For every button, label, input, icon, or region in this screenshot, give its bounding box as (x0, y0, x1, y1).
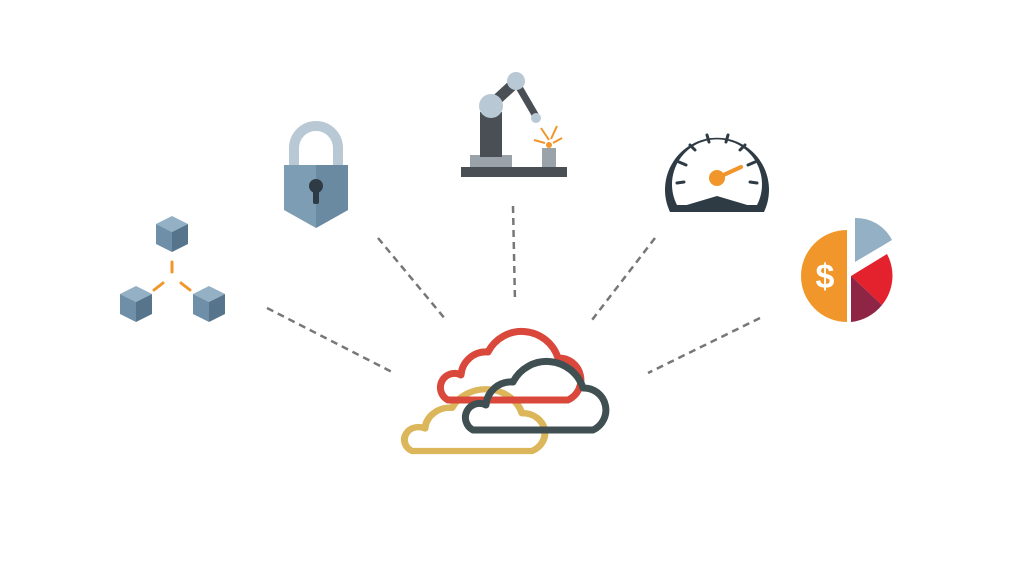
connector-line-robot (511, 205, 517, 303)
red-cloud (436, 327, 585, 404)
yellow-cloud (400, 386, 549, 455)
gray-cloud (461, 357, 610, 434)
blockchain-cubes-icon (120, 216, 225, 322)
dollar-sign: $ (816, 258, 835, 296)
connector-line-blockchain (266, 306, 393, 374)
speedometer-gauge-icon (664, 133, 769, 212)
industrial-robot-icon (461, 72, 567, 177)
financial-pie-chart-icon: $ (801, 217, 893, 322)
connector-line-gauge (591, 237, 656, 321)
connector-line-pie (647, 316, 761, 375)
lock-icon (284, 121, 348, 228)
connector-line-lock (377, 237, 447, 321)
multi-cloud-icon (400, 327, 610, 455)
